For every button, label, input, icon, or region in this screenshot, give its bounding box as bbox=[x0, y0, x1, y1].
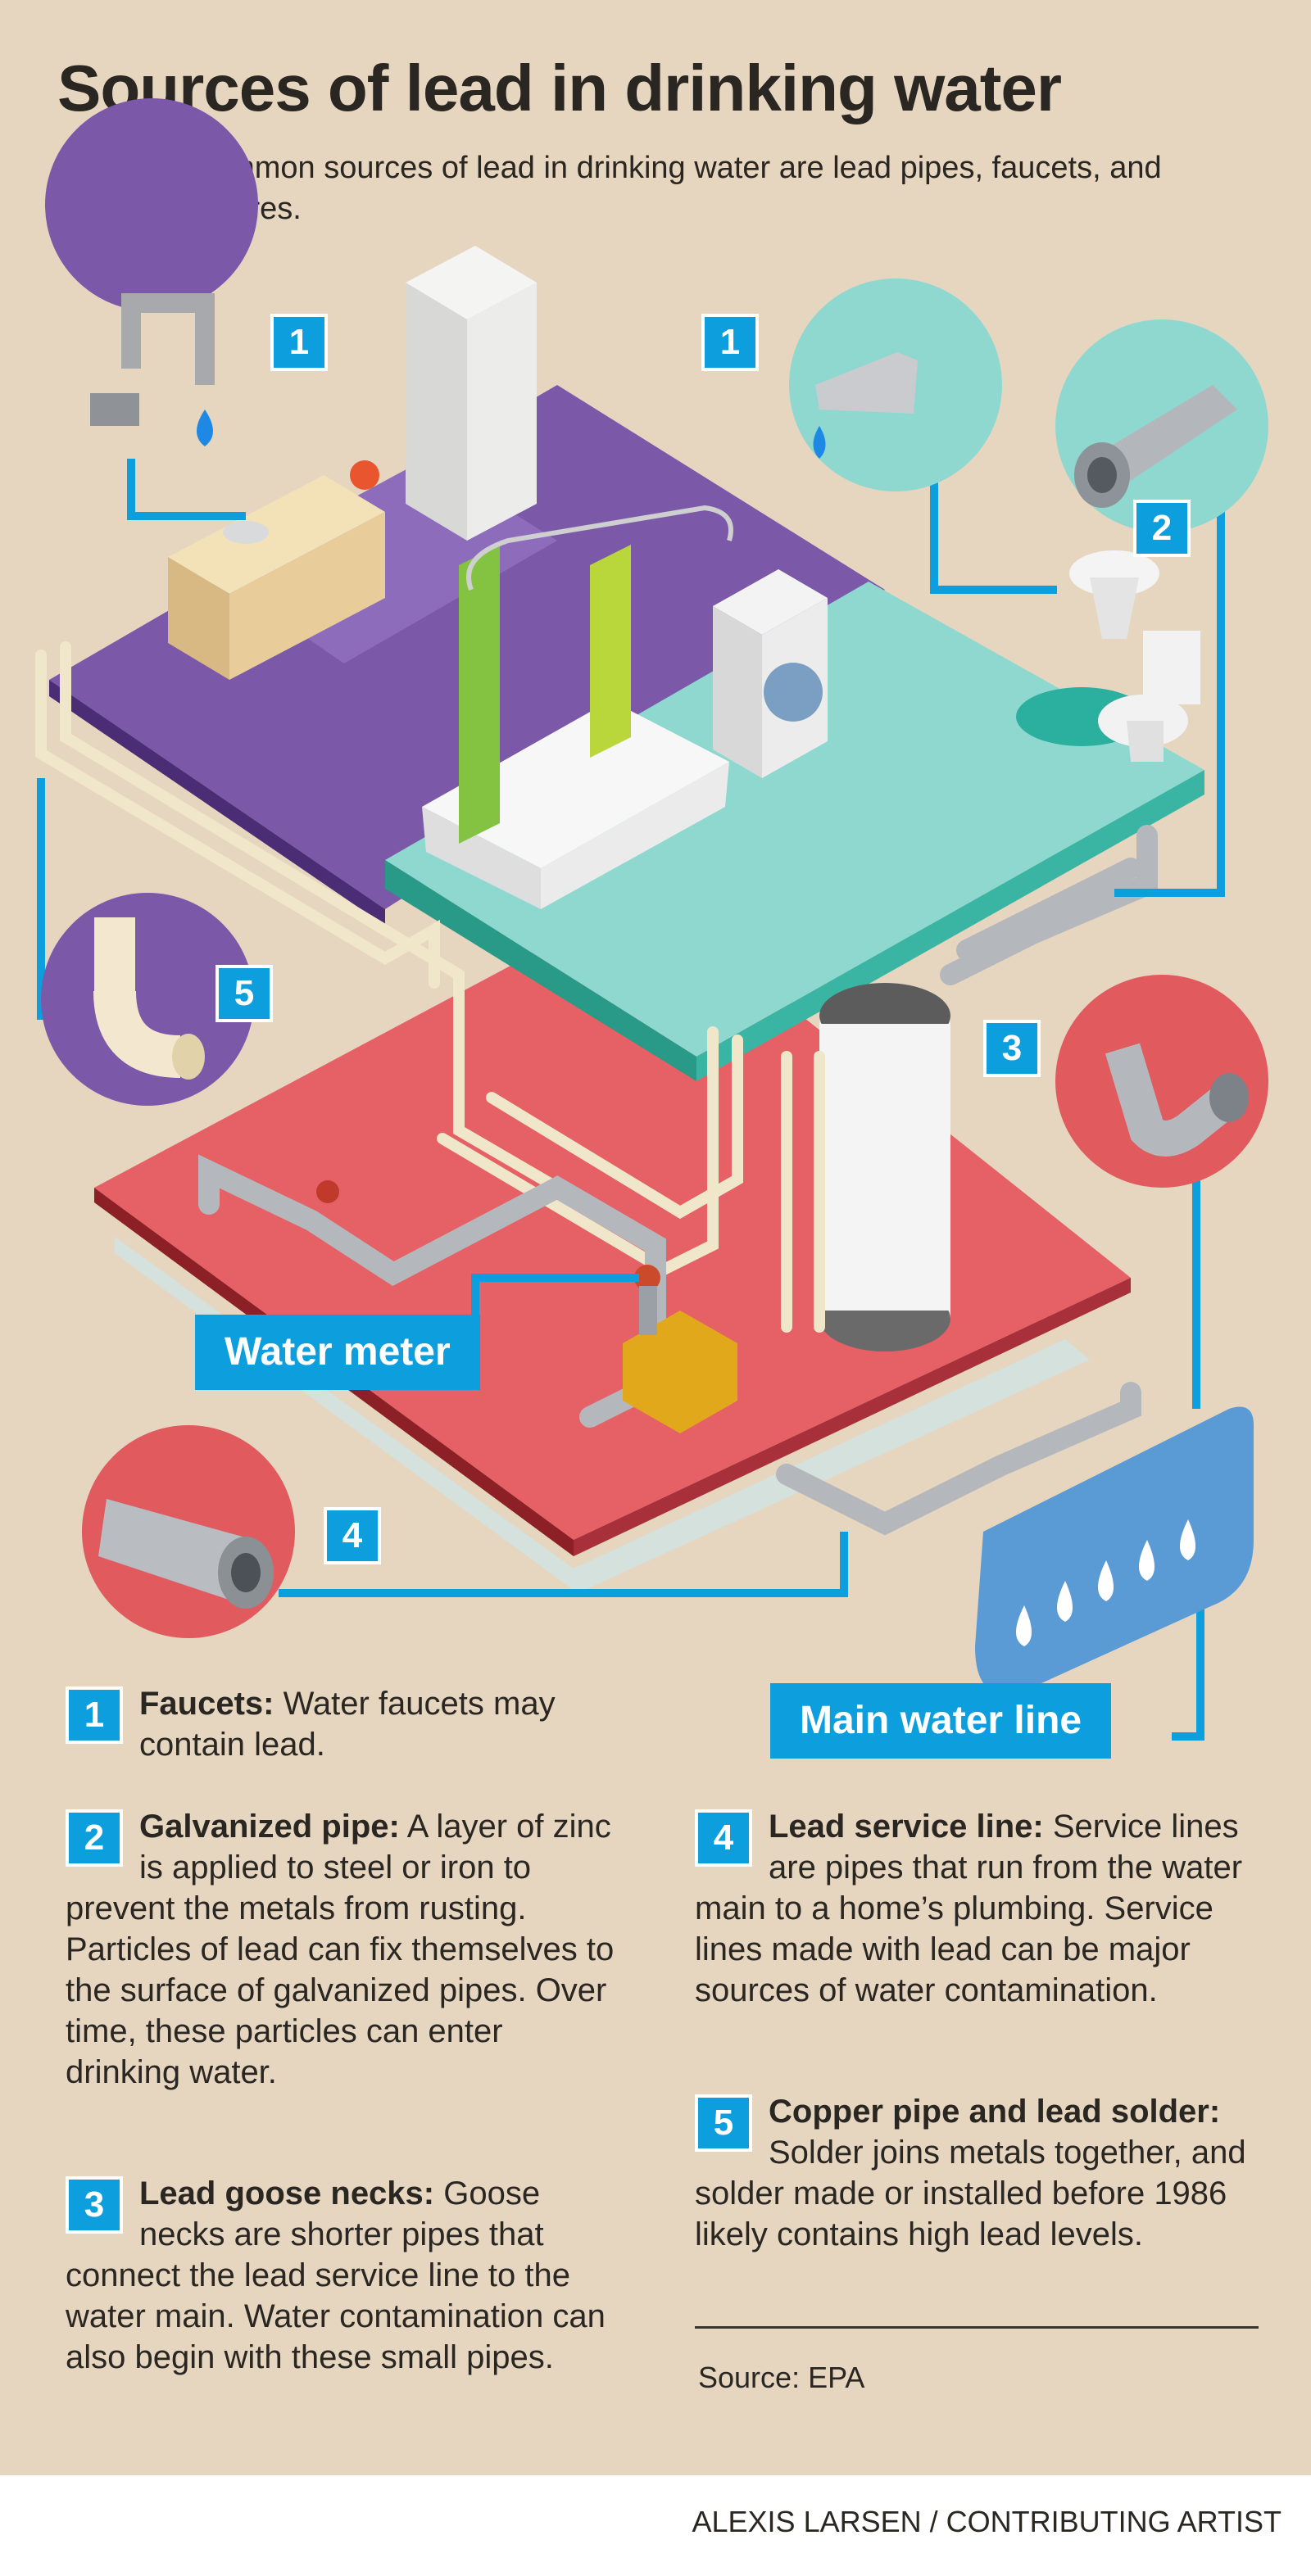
upper-floor-teal bbox=[385, 582, 1204, 1081]
service-line-circle bbox=[82, 1425, 295, 1638]
main-water-line-label: Main water line bbox=[770, 1683, 1112, 1759]
legend-text: Water faucets may contain lead. bbox=[139, 1686, 556, 1763]
water-meter-label: Water meter bbox=[195, 1315, 480, 1390]
badge-goose-neck: 3 bbox=[983, 1020, 1041, 1077]
legend-item-goose-necks: 3 Lead goose necks: Goose necks are shor… bbox=[66, 2173, 606, 2378]
water-heater bbox=[819, 983, 950, 1351]
badge-copper-solder: 5 bbox=[215, 965, 273, 1022]
water-meter-device bbox=[316, 1180, 737, 1433]
main-water-line-tank bbox=[975, 1406, 1254, 1695]
legend-title: Copper pipe and lead solder: bbox=[769, 2094, 1221, 2130]
legend-title: Lead service line: bbox=[769, 1809, 1044, 1845]
legend-title: Faucets: bbox=[139, 1686, 274, 1722]
page-title: Sources of lead in drinking water bbox=[57, 52, 1062, 124]
legend-item-galvanized-pipe: 2 Galvanized pipe: A layer of zinc is ap… bbox=[66, 1806, 615, 2093]
copper-solder-circle bbox=[41, 893, 254, 1106]
gray-pipes bbox=[198, 825, 1158, 1536]
badge-galvanized-pipe: 2 bbox=[1133, 500, 1191, 557]
legend-title: Lead goose necks: bbox=[139, 2175, 435, 2212]
legend-number: 3 bbox=[66, 2176, 123, 2234]
legend-number: 2 bbox=[66, 1809, 123, 1867]
badge-faucet-left: 1 bbox=[270, 314, 328, 371]
washing-machine bbox=[713, 569, 828, 778]
divider bbox=[695, 2326, 1259, 2329]
legend-text: A layer of zinc is applied to steel or i… bbox=[66, 1809, 615, 2090]
legend-item-faucets: 1 Faucets: Water faucets may contain lea… bbox=[66, 1683, 639, 1765]
fridge bbox=[406, 246, 537, 541]
goose-neck-circle bbox=[1055, 975, 1268, 1188]
plumbing-illustration bbox=[35, 98, 1268, 1741]
source-note: Source: EPA bbox=[698, 2361, 865, 2394]
legend-text: Goose necks are shorter pipes that conne… bbox=[66, 2175, 606, 2375]
galvanized-pipe-circle bbox=[1055, 319, 1268, 532]
legend-item-service-line: 4 Lead service line: Service lines are p… bbox=[695, 1806, 1260, 2011]
legend-text: Solder joins metals together, and solder… bbox=[695, 2135, 1246, 2252]
legend-item-copper-solder: 5 Copper pipe and lead solder: Solder jo… bbox=[695, 2091, 1252, 2255]
legend-number: 5 bbox=[695, 2094, 752, 2152]
badge-faucet-right: 1 bbox=[701, 314, 759, 371]
copper-pipes bbox=[35, 641, 825, 1333]
legend-text: Service lines are pipes that run from th… bbox=[695, 1809, 1243, 2008]
legend-number: 4 bbox=[695, 1809, 752, 1867]
artist-credit: ALEXIS LARSEN / CONTRIBUTING ARTIST bbox=[692, 2505, 1282, 2538]
kitchen-counter bbox=[168, 460, 385, 680]
legend-number: 1 bbox=[66, 1686, 123, 1744]
bathtub bbox=[422, 505, 733, 909]
faucet-circle-right bbox=[789, 278, 1002, 491]
legend-title: Galvanized pipe: bbox=[139, 1809, 400, 1845]
badge-service-line: 4 bbox=[324, 1507, 381, 1564]
bathroom-sink-toilet bbox=[1069, 550, 1200, 762]
faucet-circle-left bbox=[45, 98, 258, 446]
footer: ALEXIS LARSEN / CONTRIBUTING ARTIST bbox=[0, 2475, 1311, 2576]
callout-lines bbox=[37, 434, 1225, 1741]
